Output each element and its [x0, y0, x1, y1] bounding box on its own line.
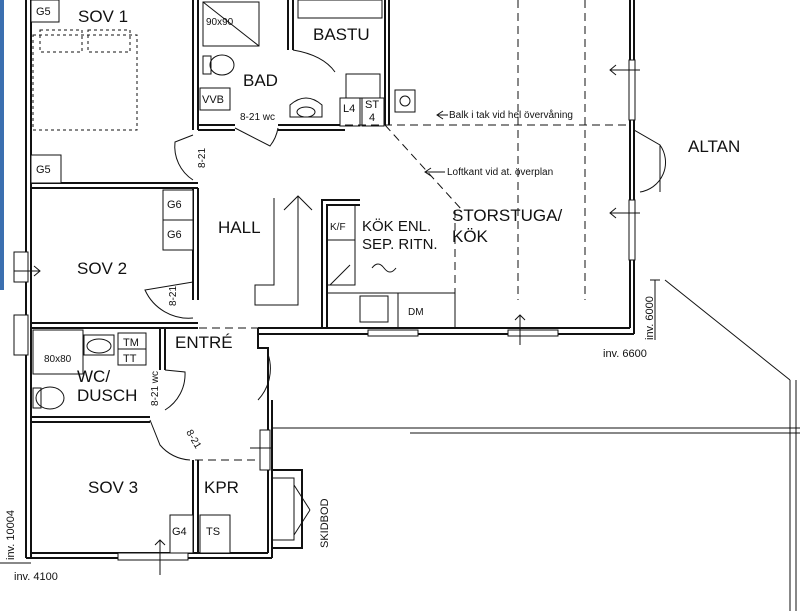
structural-dashes	[160, 0, 630, 461]
bed-pillow-left	[39, 29, 83, 53]
windows	[13, 59, 636, 561]
dim-inv-10004: inv. 10004	[5, 510, 17, 560]
dimension-labels: inv. 6000 inv. 6600 inv. 10004 inv. 4100	[5, 296, 656, 583]
room-sov1: SOV 1	[78, 7, 128, 26]
label-g6-b: G6	[167, 229, 182, 241]
stove	[394, 89, 416, 113]
note-balk: Balk i tak vid hel övervåning	[449, 109, 573, 121]
label-st-1: ST	[365, 99, 379, 111]
skidbod-outline	[272, 469, 311, 549]
window-arrows	[14, 64, 640, 575]
dim-inv-4100: inv. 4100	[14, 571, 58, 583]
label-dm: DM	[408, 307, 424, 318]
room-wc-2: DUSCH	[77, 386, 137, 405]
room-storstuga-1: STORSTUGA/	[452, 206, 562, 225]
room-bastu: BASTU	[313, 25, 370, 44]
label-shower-bad: 90x90	[206, 17, 234, 28]
room-skidbod: SKIDBOD	[319, 498, 331, 548]
label-shower-wc: 80x80	[44, 354, 72, 365]
label-door-sov3: 8-21	[183, 428, 203, 451]
room-sov3: SOV 3	[88, 478, 138, 497]
label-door-bad: 8-21 wc	[240, 112, 275, 123]
room-entre: ENTRÉ	[175, 333, 233, 352]
room-wc-1: WC/	[77, 367, 110, 386]
room-labels: SOV 1 BAD BASTU ALTAN HALL SOV 2 STORSTU…	[77, 7, 740, 548]
room-kok-1: KÖK ENL.	[362, 217, 431, 235]
bad-fixtures	[199, 0, 385, 127]
interior-walls	[31, 0, 390, 553]
label-g5-mid: G5	[36, 164, 51, 176]
room-sov2: SOV 2	[77, 259, 127, 278]
label-door-wc: 8-21 wc	[150, 371, 161, 406]
dim-inv-6000: inv. 6000	[644, 296, 656, 340]
closet-g6	[162, 189, 194, 251]
bed-pillow-right	[87, 29, 131, 53]
kitchen-fixtures	[326, 204, 456, 329]
room-bad: BAD	[243, 71, 278, 90]
note-loftkant: Loftkant vid at. överplan	[447, 167, 553, 178]
room-kok-2: SEP. RITN.	[362, 236, 438, 253]
label-g6-a: G6	[167, 199, 182, 211]
left-edge-strip	[0, 0, 4, 290]
label-vvb: VVB	[202, 94, 224, 106]
closet-g5-top	[30, 0, 60, 23]
label-door-sov2: 8-21	[168, 286, 179, 306]
cabinet-ts	[199, 514, 231, 554]
note-leaders	[424, 110, 448, 177]
room-storstuga-2: KÖK	[452, 227, 489, 246]
label-tm: TM	[123, 337, 139, 349]
room-kpr: KPR	[204, 478, 239, 497]
dimension-lines	[0, 279, 660, 564]
label-g5-top: G5	[36, 6, 51, 18]
altan-deck	[272, 279, 800, 611]
notes: Balk i tak vid hel övervåning Loftkant v…	[447, 109, 573, 178]
doors	[144, 127, 666, 461]
room-altan: ALTAN	[688, 137, 740, 156]
stairs	[254, 195, 313, 306]
wc-fixtures	[32, 329, 147, 410]
label-kf: K/F	[330, 222, 346, 233]
label-ts: TS	[206, 526, 220, 538]
dim-inv-6600: inv. 6600	[603, 348, 647, 360]
label-g4: G4	[172, 526, 187, 538]
label-l4: L4	[343, 103, 355, 115]
label-tt: TT	[123, 353, 137, 365]
label-st-2: 4	[369, 112, 375, 124]
label-door-sov1: 8-21	[197, 148, 208, 168]
room-hall: HALL	[218, 218, 261, 237]
closet-g5-mid	[30, 154, 62, 184]
exterior-walls	[25, 0, 635, 559]
bed	[32, 34, 138, 131]
stove-pipe	[399, 95, 411, 107]
